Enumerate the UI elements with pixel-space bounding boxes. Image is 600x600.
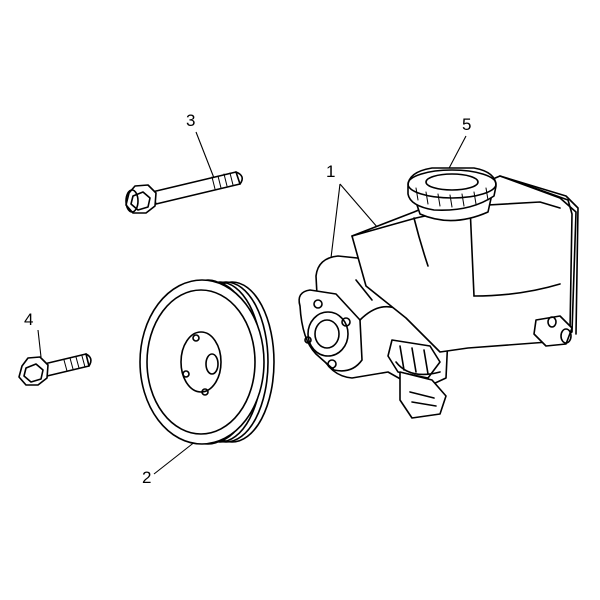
short-bolt-part (18, 353, 92, 386)
callout-label-short-bolt: 4 (24, 310, 34, 329)
callout-label-pump: 1 (326, 162, 336, 181)
callout-label-pulley: 2 (142, 468, 152, 487)
pulley-part (139, 279, 275, 445)
callout-label-long-bolt: 3 (186, 111, 196, 130)
callout-label-cap: 5 (462, 115, 472, 134)
leader-lines (37, 131, 467, 475)
reservoir-part (351, 175, 579, 353)
reservoir-cap-part (407, 167, 497, 222)
long-bolt-part (125, 171, 244, 214)
